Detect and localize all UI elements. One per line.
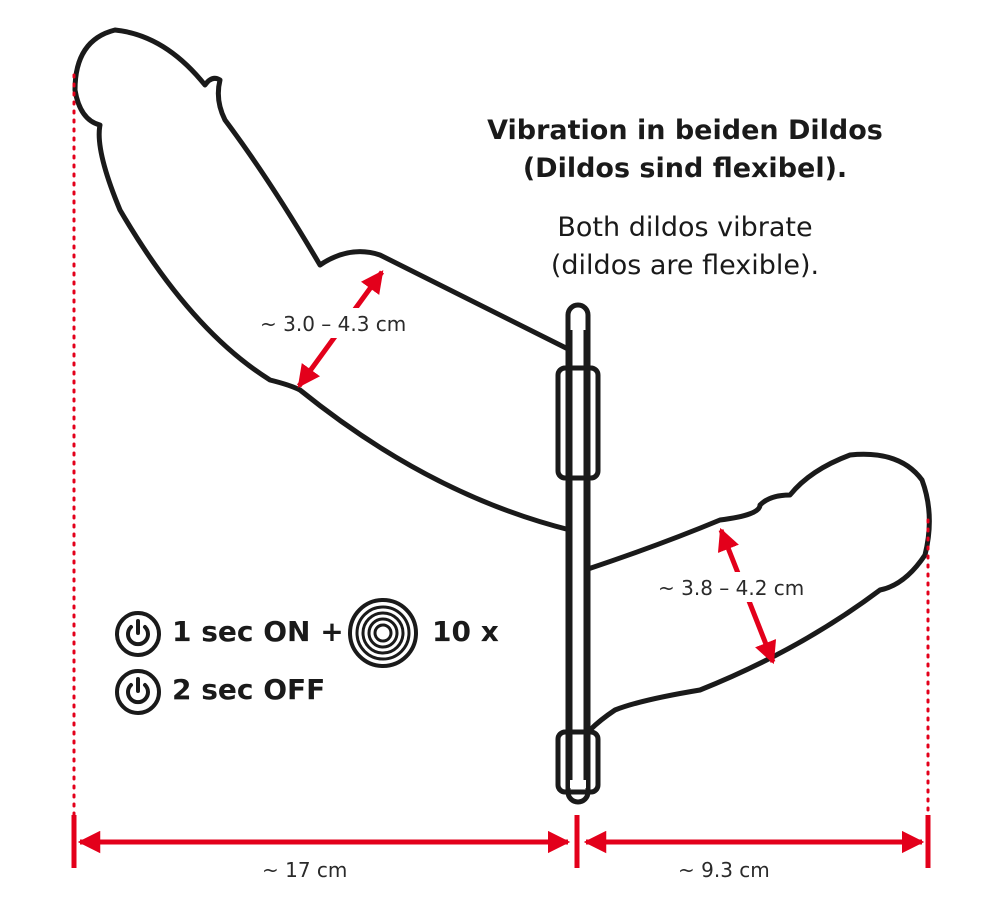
title-en-line-1: Both dildos vibrate <box>557 212 813 243</box>
power-icon <box>115 669 161 715</box>
small-length-label: ~ 9.3 cm <box>678 858 770 882</box>
large-diameter-label: ~ 3.0 – 4.3 cm <box>260 312 407 336</box>
small-dildo-outline <box>582 451 932 733</box>
legend-row1-text: 1 sec ON + <box>172 615 344 648</box>
title-de: Vibration in beiden Dildos (Dildos sind … <box>455 112 915 188</box>
title-de-line-2: (Dildos sind flexibel). <box>522 153 848 184</box>
legend-row1-count: 10 x <box>432 615 499 648</box>
harness-loop-top <box>555 365 601 481</box>
title-en-line-2: (dildos are flexible). <box>550 250 820 281</box>
power-icon <box>115 611 161 657</box>
title-en: Both dildos vibrate (dildos are flexible… <box>455 209 915 285</box>
vibration-rings-icon <box>348 598 418 668</box>
title-de-line-1: Vibration in beiden Dildos <box>487 115 883 146</box>
small-diameter-label: ~ 3.8 – 4.2 cm <box>658 576 805 600</box>
harness-loop-bottom <box>555 729 601 795</box>
large-length-label: ~ 17 cm <box>262 858 348 882</box>
legend-row2-text: 2 sec OFF <box>172 673 326 706</box>
